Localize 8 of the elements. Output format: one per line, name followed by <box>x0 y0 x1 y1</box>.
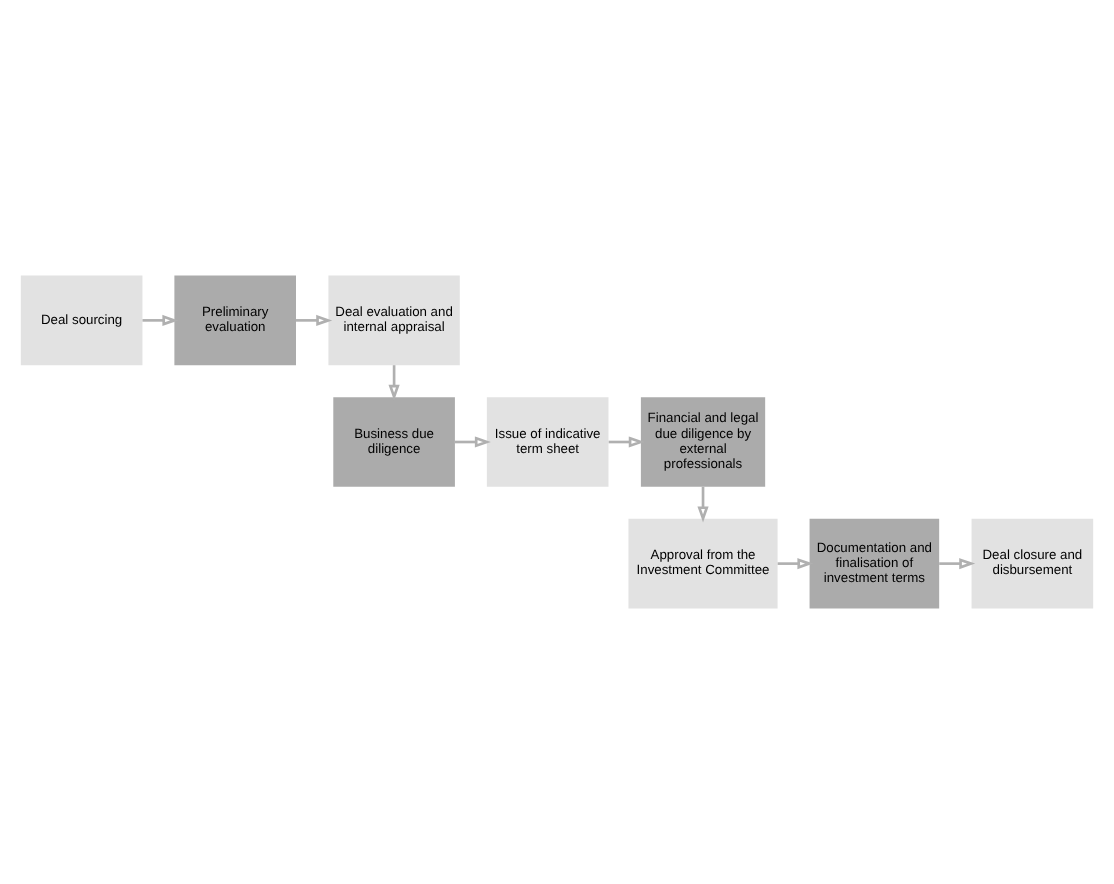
arrow <box>142 314 179 326</box>
arrow <box>777 558 814 570</box>
arrow <box>697 486 709 523</box>
arrow <box>296 314 333 326</box>
arrow <box>939 558 976 570</box>
arrow <box>455 436 491 448</box>
arrow <box>608 436 645 448</box>
arrow <box>388 365 400 401</box>
